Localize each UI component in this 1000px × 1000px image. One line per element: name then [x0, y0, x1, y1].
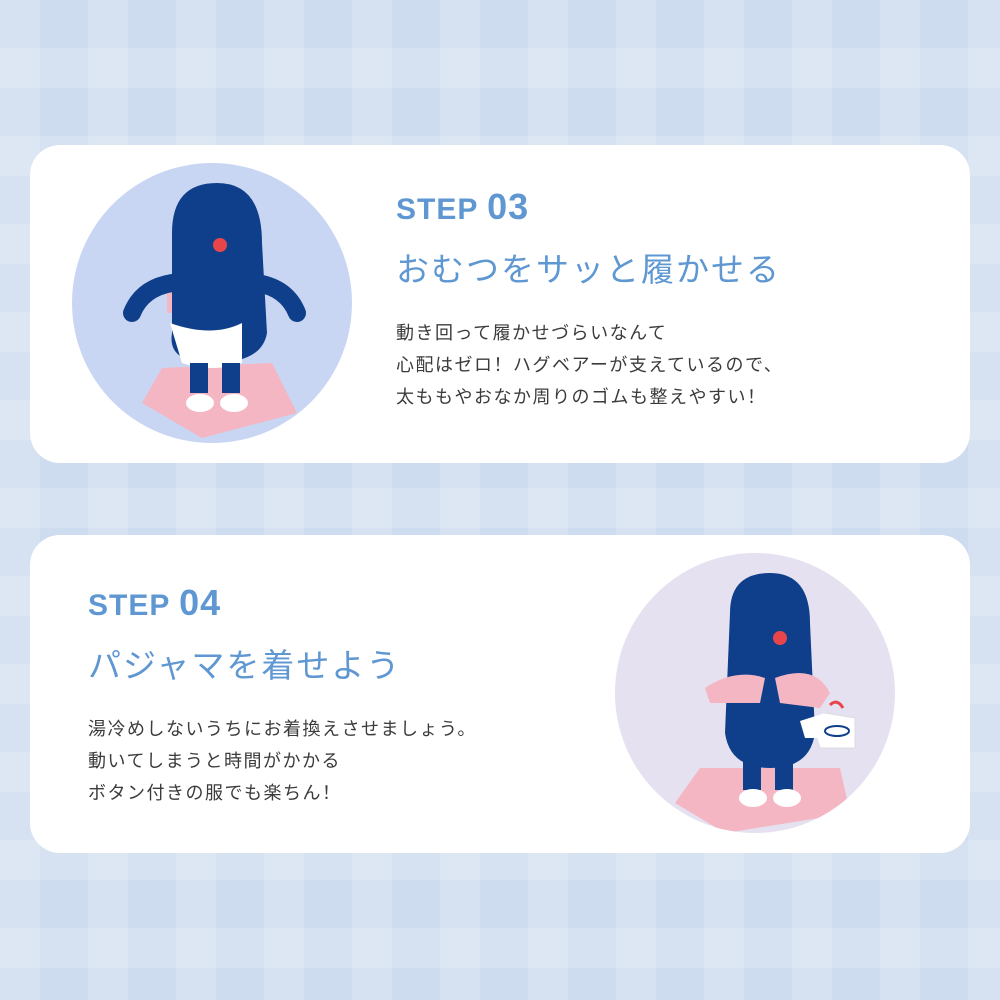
step-03-illustration [72, 163, 352, 443]
step-heading: STEP 04 [88, 583, 477, 626]
description-line: 動き回って履かせづらいなんて [396, 323, 668, 344]
step-title: パジャマを着せよう [88, 646, 402, 685]
description-line: ボタン付きの服でも楽ちん！ [88, 783, 342, 804]
description-line: 太ももやおなか周りのゴムも整えやすい！ [396, 387, 767, 408]
step-04-card: STEP 04 パジャマを着せよう 湯冷めしないうちにお着換えさせましょう。 動… [30, 535, 970, 853]
step-description: 動き回って履かせづらいなんて 心配はゼロ！ハグベアーが支えているので、 太ももや… [396, 318, 783, 414]
description-line: 動いてしまうと時間がかかる [88, 751, 341, 772]
step-03-card: STEP 03 おむつをサッと履かせる 動き回って履かせづらいなんて 心配はゼロ… [30, 145, 970, 463]
step-04-illustration [615, 553, 895, 833]
step-label: STEP [88, 589, 170, 622]
description-line: 湯冷めしないうちにお着換えさせましょう。 [88, 719, 477, 740]
description-line: 心配はゼロ！ハグベアーが支えているので、 [396, 355, 784, 376]
step-label: STEP [396, 193, 478, 226]
step-number: 03 [487, 186, 530, 227]
step-number: 04 [179, 582, 222, 623]
step-description: 湯冷めしないうちにお着換えさせましょう。 動いてしまうと時間がかかる ボタン付き… [88, 714, 477, 810]
step-title: おむつをサッと履かせる [396, 250, 781, 289]
step-heading: STEP 03 [396, 187, 783, 230]
